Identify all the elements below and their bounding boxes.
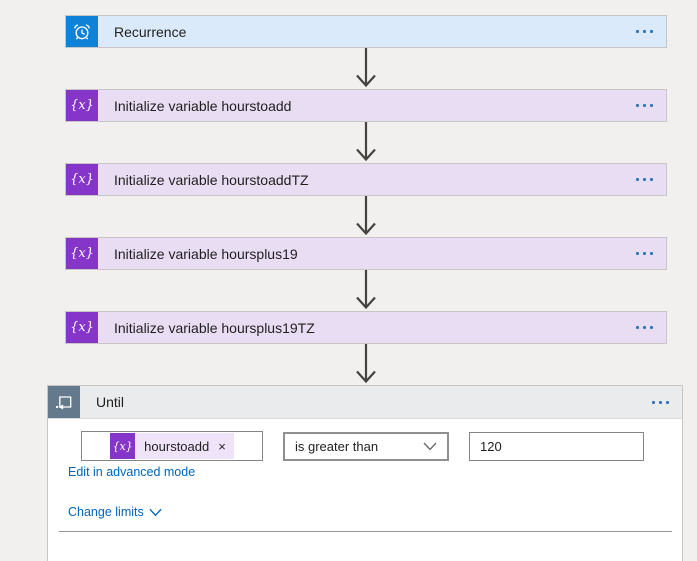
edit-advanced-mode-link[interactable]: Edit in advanced mode bbox=[68, 465, 196, 479]
card-title: Initialize variable hoursplus19 bbox=[114, 245, 298, 262]
until-header[interactable]: Until bbox=[48, 386, 682, 419]
connector-arrow-icon bbox=[355, 196, 377, 237]
variable-glyph: {x} bbox=[70, 320, 94, 335]
variable-glyph: {x} bbox=[70, 98, 94, 113]
variable-icon: {x} bbox=[66, 312, 98, 343]
do-until-loop-icon bbox=[48, 386, 80, 418]
action-card-initialize-variable-hoursplus19tz[interactable]: {x} Initialize variable hoursplus19TZ bbox=[65, 311, 667, 344]
card-title: Recurrence bbox=[114, 23, 187, 40]
ellipsis-icon bbox=[643, 104, 646, 107]
connector-arrow-icon bbox=[355, 344, 377, 385]
card-title: Initialize variable hourstoaddTZ bbox=[114, 171, 309, 188]
card-menu-button[interactable] bbox=[623, 164, 666, 195]
until-menu-button[interactable] bbox=[639, 386, 682, 418]
ellipsis-icon bbox=[659, 400, 662, 404]
variable-icon: {x} bbox=[66, 90, 98, 121]
card-title: Initialize variable hoursplus19TZ bbox=[114, 319, 315, 336]
variable-glyph: {x} bbox=[70, 246, 94, 261]
condition-operator-dropdown[interactable]: is greater than bbox=[283, 432, 449, 461]
token-label: hourstoadd bbox=[144, 438, 210, 454]
ellipsis-icon bbox=[643, 30, 646, 33]
card-menu-button[interactable] bbox=[623, 312, 666, 343]
variable-icon: {x} bbox=[110, 433, 136, 459]
until-scope-card: Until {x} hourstoadd × is greater than bbox=[47, 385, 683, 561]
ellipsis-icon bbox=[636, 30, 639, 33]
change-limits-link[interactable]: Change limits bbox=[68, 505, 162, 519]
card-menu-button[interactable] bbox=[623, 238, 666, 269]
token-remove-button[interactable]: × bbox=[218, 438, 226, 454]
ellipsis-icon bbox=[643, 252, 646, 255]
variable-icon: {x} bbox=[66, 238, 98, 269]
recurrence-clock-icon bbox=[66, 16, 98, 47]
connector-arrow-icon bbox=[355, 48, 377, 89]
connector-arrow-icon bbox=[355, 122, 377, 163]
card-menu-button[interactable] bbox=[623, 90, 666, 121]
ellipsis-icon bbox=[636, 252, 639, 255]
ellipsis-icon bbox=[650, 104, 653, 107]
chevron-down-icon bbox=[149, 508, 162, 516]
variable-glyph: {x} bbox=[70, 172, 94, 187]
ellipsis-icon bbox=[643, 178, 646, 181]
ellipsis-icon bbox=[666, 400, 669, 404]
ellipsis-icon bbox=[636, 104, 639, 107]
divider bbox=[59, 531, 672, 532]
action-card-initialize-variable-hoursplus19[interactable]: {x} Initialize variable hoursplus19 bbox=[65, 237, 667, 270]
ellipsis-icon bbox=[636, 178, 639, 181]
connector-arrow-icon bbox=[355, 270, 377, 311]
card-title: Initialize variable hourstoadd bbox=[114, 97, 292, 114]
action-card-recurrence[interactable]: Recurrence bbox=[65, 15, 667, 48]
dynamic-content-token[interactable]: {x} hourstoadd × bbox=[110, 433, 234, 459]
until-title: Until bbox=[96, 394, 125, 410]
action-card-initialize-variable-hourstoaddtz[interactable]: {x} Initialize variable hourstoaddTZ bbox=[65, 163, 667, 196]
variable-icon: {x} bbox=[66, 164, 98, 195]
ellipsis-icon bbox=[650, 252, 653, 255]
operator-value: is greater than bbox=[295, 439, 379, 454]
ellipsis-icon bbox=[650, 326, 653, 329]
condition-left-operand-field[interactable]: {x} hourstoadd × bbox=[81, 431, 263, 461]
ellipsis-icon bbox=[636, 326, 639, 329]
ellipsis-icon bbox=[650, 30, 653, 33]
action-card-initialize-variable-hourstoadd[interactable]: {x} Initialize variable hourstoadd bbox=[65, 89, 667, 122]
ellipsis-icon bbox=[650, 178, 653, 181]
change-limits-label: Change limits bbox=[68, 505, 144, 519]
card-menu-button[interactable] bbox=[623, 16, 666, 47]
condition-right-operand-input[interactable] bbox=[469, 432, 644, 461]
chevron-down-icon bbox=[423, 442, 437, 451]
ellipsis-icon bbox=[643, 326, 646, 329]
ellipsis-icon bbox=[652, 400, 655, 404]
